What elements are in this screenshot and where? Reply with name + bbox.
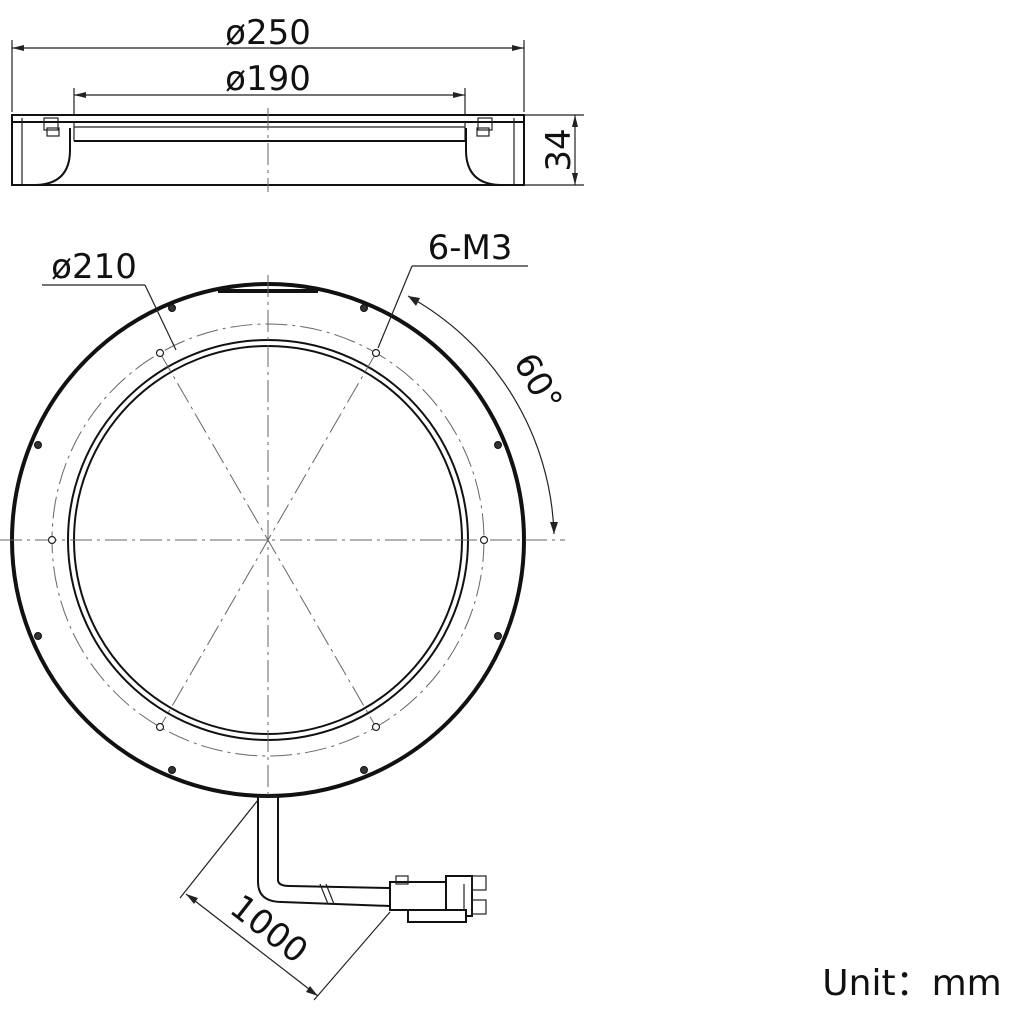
front-view: ø210 6-M3 60° [0, 228, 570, 1001]
screw-icon [168, 766, 176, 774]
connector [389, 875, 487, 923]
dim-outer-diameter: ø250 [225, 13, 311, 53]
mount-hole [47, 535, 57, 545]
screw-icon [494, 441, 502, 449]
mount-hole [155, 348, 165, 358]
angle-arc [407, 295, 555, 535]
screw-icon [34, 632, 42, 640]
dim-holes: 6-M3 [428, 228, 513, 268]
unit-label: Unit：mm [822, 963, 1001, 1004]
screw-icon [494, 632, 502, 640]
mount-hole [371, 348, 381, 358]
dim-height: 34 [539, 128, 579, 171]
screw-icon [360, 766, 368, 774]
mount-hole [479, 535, 489, 545]
cable [257, 795, 391, 907]
screw-icon [168, 304, 176, 312]
side-view: ø250 ø190 34 [11, 13, 584, 192]
screw-icon [360, 304, 368, 312]
screw-icon [34, 441, 42, 449]
mount-hole [371, 722, 381, 732]
dim-bolt-circle: ø210 [51, 247, 137, 287]
dim-angle: 60° [505, 346, 570, 418]
mount-hole [155, 722, 165, 732]
dim-line-cable [185, 893, 319, 997]
dim-inner-diameter: ø190 [225, 59, 311, 99]
